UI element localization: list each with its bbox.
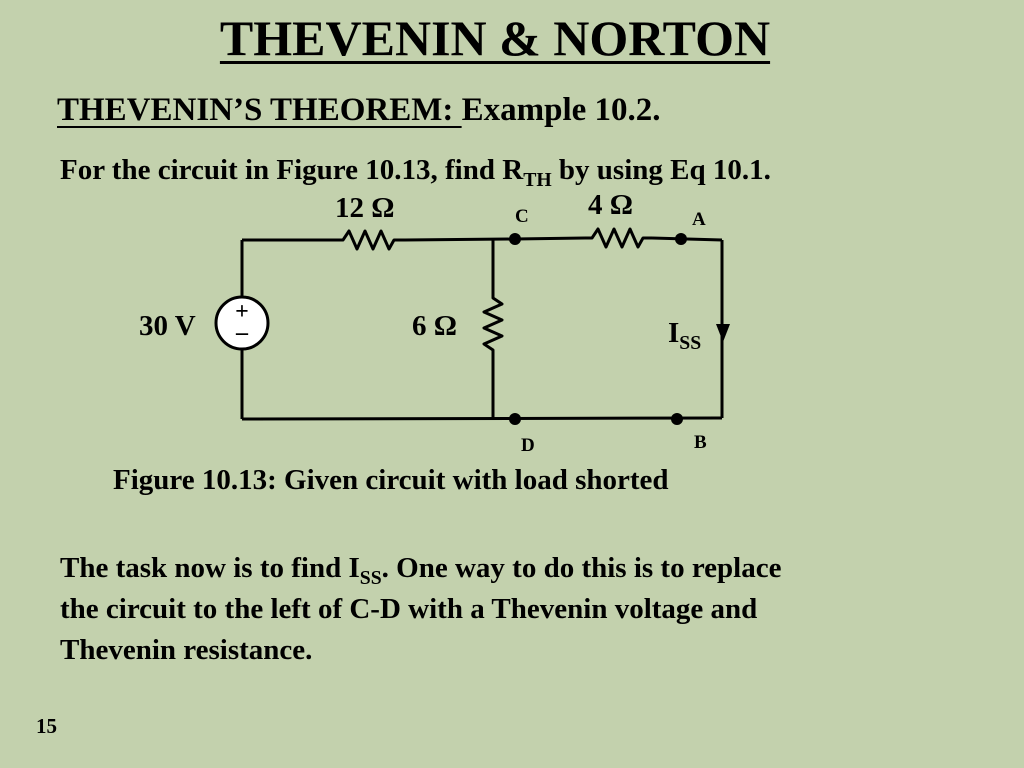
source-minus-sign: – bbox=[236, 320, 248, 346]
explanation-paragraph: The task now is to find ISS. One way to … bbox=[60, 548, 781, 671]
wire-bottom bbox=[241, 416, 723, 421]
resistor-4-ohm bbox=[585, 227, 652, 249]
node-b-label: B bbox=[694, 432, 707, 453]
slide-title: THEVENIN & NORTON bbox=[219, 10, 771, 66]
problem-statement: For the circuit in Figure 10.13, find RT… bbox=[60, 154, 771, 191]
source-label: 30 V bbox=[139, 310, 196, 342]
page-number: 15 bbox=[36, 714, 57, 738]
paragraph-line-3: Thevenin resistance. bbox=[60, 634, 313, 666]
r3-label: 6 Ω bbox=[412, 310, 457, 342]
node-b-dot bbox=[671, 413, 683, 425]
wire-top-middle bbox=[404, 237, 516, 242]
node-c-label: C bbox=[515, 206, 529, 227]
slide-subtitle: THEVENIN’S THEOREM: Example 10.2. bbox=[57, 88, 661, 132]
voltage-source bbox=[214, 295, 270, 351]
node-d-dot bbox=[509, 413, 521, 425]
current-arrow-icon bbox=[716, 324, 730, 342]
resistor-6-ohm bbox=[482, 293, 504, 356]
node-a-label: A bbox=[692, 209, 706, 230]
r2-label: 4 Ω bbox=[588, 189, 633, 221]
figure-caption: Figure 10.13: Given circuit with load sh… bbox=[113, 464, 669, 496]
node-c-dot bbox=[509, 233, 521, 245]
current-label: ISS bbox=[668, 317, 702, 354]
r1-label: 12 Ω bbox=[335, 192, 395, 224]
source-plus-sign: + bbox=[235, 299, 249, 325]
theorem-heading: THEVENIN’S THEOREM: bbox=[57, 92, 462, 128]
node-d-label: D bbox=[521, 435, 535, 456]
node-a-dot bbox=[675, 233, 687, 245]
wire-c-to-4ohm bbox=[514, 236, 586, 241]
paragraph-line-2: the circuit to the left of C-D with a Th… bbox=[60, 593, 758, 625]
resistor-12-ohm bbox=[332, 229, 405, 251]
example-label: Example 10.2. bbox=[461, 92, 661, 128]
paragraph-line-1: The task now is to find ISS. One way to … bbox=[60, 552, 782, 589]
